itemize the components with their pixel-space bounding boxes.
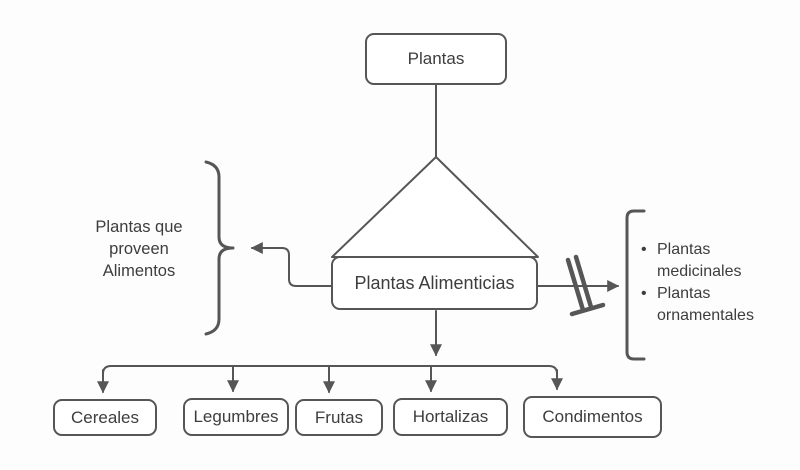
node-condimentos-label: Condimentos	[542, 407, 643, 426]
triangle-shape	[331, 156, 539, 258]
node-hortalizas-label: Hortalizas	[412, 407, 489, 426]
right-bullet-list: • Plantas medicinales • Plantas ornament…	[641, 239, 763, 327]
break-mark-icon	[565, 254, 606, 317]
node-legumbres-label: Legumbres	[193, 407, 279, 426]
list-item: • Plantas medicinales	[641, 239, 763, 283]
node-plantas-alimenticias-label: Plantas Alimenticias	[354, 272, 515, 293]
node-cereales-label: Cereales	[70, 407, 140, 427]
node-plantas-label: Plantas	[407, 49, 465, 68]
right-bracket	[625, 209, 646, 361]
node-legumbres: Legumbres	[183, 398, 289, 436]
node-plantas-alimenticias: Plantas Alimenticias	[331, 256, 538, 310]
left-brace	[204, 160, 235, 336]
left-annotation: Plantas que proveen Alimentos	[95, 218, 183, 280]
list-item-label: Plantas ornamentales	[657, 285, 754, 324]
list-item: • Plantas ornamentales	[641, 283, 763, 327]
node-frutas: Frutas	[295, 399, 383, 436]
bullet-icon: •	[641, 241, 647, 258]
bullet-icon: •	[641, 285, 647, 302]
node-hortalizas: Hortalizas	[393, 398, 508, 436]
node-frutas-label: Frutas	[314, 407, 364, 427]
node-condimentos: Condimentos	[523, 396, 662, 438]
list-item-label: Plantas medicinales	[657, 241, 742, 280]
left-arrow	[250, 242, 332, 287]
node-cereales: Cereales	[53, 399, 157, 436]
node-plantas: Plantas	[365, 33, 507, 85]
